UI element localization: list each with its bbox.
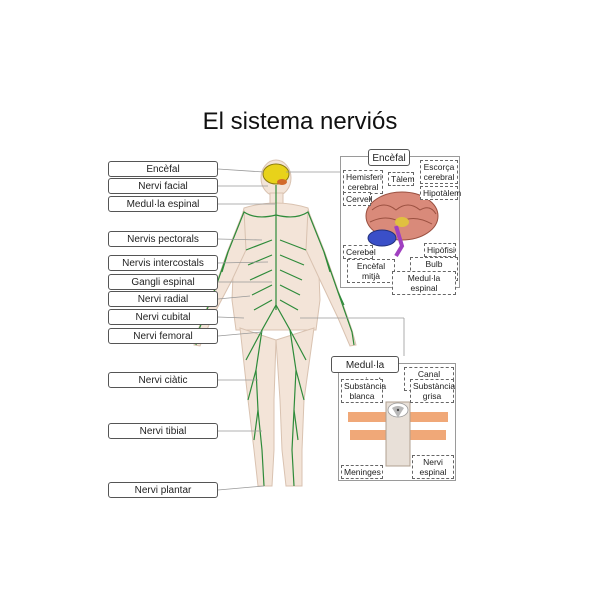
label-nervi-espinal: Nervi espinal <box>412 455 454 479</box>
label-nervi-facial: Nervi facial <box>108 178 218 194</box>
label-cervell: Cervell <box>343 192 372 206</box>
label-cerebel: Cerebel <box>343 245 376 259</box>
label-nervi-tibial: Nervi tibial <box>108 423 218 439</box>
label-meninges: Meninges <box>341 465 383 479</box>
label-nervi-ciatic: Nervi ciàtic <box>108 372 218 388</box>
nerve-network <box>195 185 355 487</box>
label-medula-espinal: Medul·la espinal <box>108 196 218 212</box>
label-substancia-blanca: Substància blanca <box>341 379 386 403</box>
page-title: El sistema nerviós <box>202 108 398 135</box>
label-nervi-cubital: Nervi cubital <box>108 309 218 325</box>
label-encefal: Encèfal <box>108 161 218 177</box>
label-medula-panel: Medul·la espinal <box>392 271 456 295</box>
label-nervi-femoral: Nervi femoral <box>108 328 218 344</box>
label-substancia-grisa: Substància grisa <box>410 379 455 403</box>
brain-panel-title: Encèfal <box>368 149 410 166</box>
label-hipofisi: Hipòfisi <box>424 243 456 257</box>
label-encefal-mitja: Encèfal mitjà <box>347 259 395 283</box>
brain-highlight <box>262 163 290 185</box>
label-nervi-radial: Nervi radial <box>108 291 218 307</box>
label-talem: Tàlem <box>388 172 415 186</box>
label-hipotalem: Hipotàlem <box>420 186 461 200</box>
label-nervis-intercostals: Nervis intercostals <box>108 255 218 271</box>
label-nervi-plantar: Nervi plantar <box>108 482 218 498</box>
label-escorca-cerebral: Escorça cerebral <box>420 160 458 184</box>
label-gangli-espinal: Gangli espinal <box>108 274 218 290</box>
label-nervis-pectorals: Nervis pectorals <box>108 231 218 247</box>
